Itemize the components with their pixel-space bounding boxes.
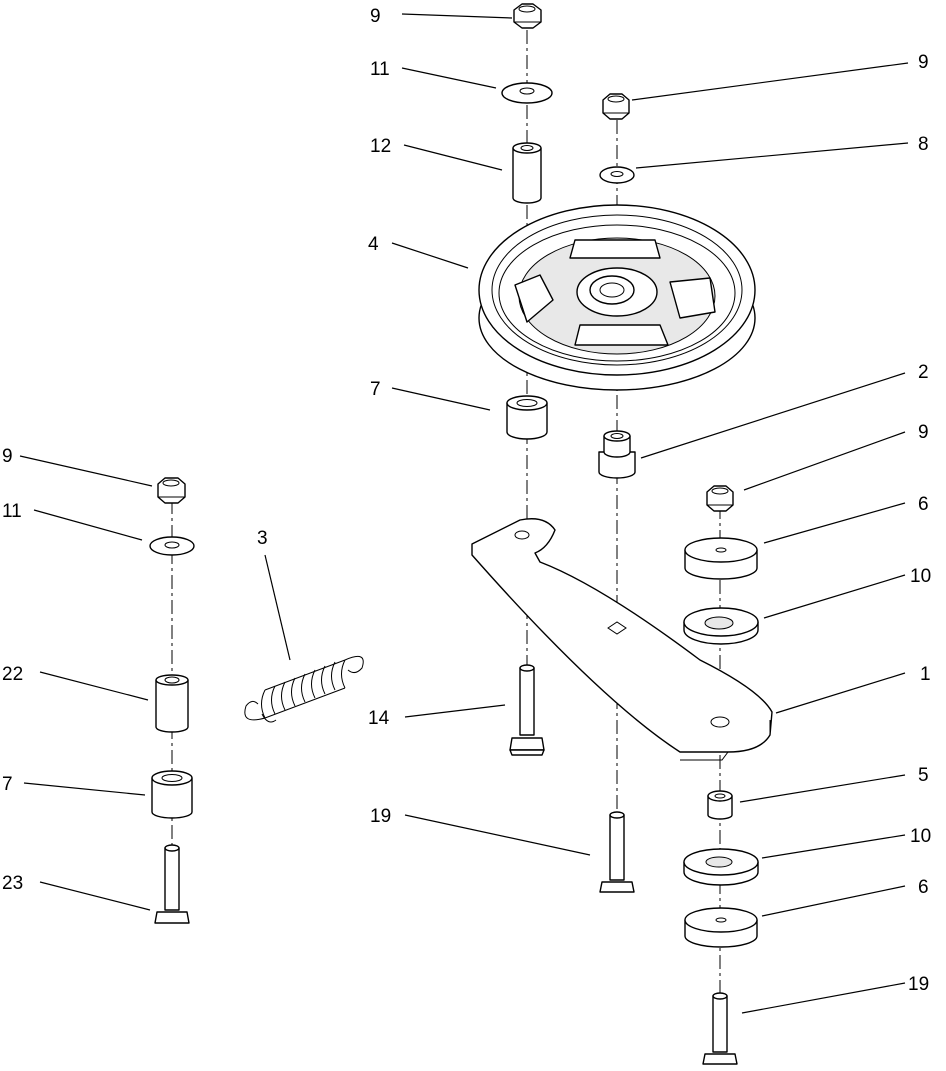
washer-6-bottom [684,907,758,948]
callout-10-top: 10 [910,566,931,587]
idler-arm-1 [471,518,773,761]
callout-11-top: 11 [370,59,390,80]
callout-10-bottom: 10 [910,826,931,847]
callout-6-bottom: 6 [918,877,929,898]
spacer-12 [512,142,542,204]
callout-19-bottom: 19 [908,974,929,995]
leader-lines [19,13,909,1014]
bolt-19-bottom [702,992,738,1065]
nut-9-right-top [602,93,630,120]
spacer-7-left [151,770,193,819]
bushing-2 [598,430,636,479]
nut-9-top [513,3,542,29]
callout-9-left: 9 [2,446,13,467]
washer-6-top [684,537,758,580]
callout-5: 5 [918,765,929,786]
callout-19-mid: 19 [370,806,391,827]
callout-12: 12 [370,136,391,157]
spacer-7-mid [506,395,548,440]
callout-6-top: 6 [918,494,929,515]
washer-8 [599,166,635,184]
spacer-5 [707,790,733,820]
callout-3: 3 [257,528,268,549]
callout-7-left: 7 [2,774,13,795]
washer-11-left [149,536,195,556]
callout-22: 22 [2,664,23,685]
callout-9-top: 9 [370,6,381,27]
callout-14: 14 [368,708,390,729]
spring-3 [244,655,364,723]
callout-23: 23 [2,873,23,894]
washer-10-top [683,607,759,645]
callout-9-right-top: 9 [918,52,929,73]
callout-8: 8 [918,134,929,155]
nut-9-right-mid [706,485,734,512]
callout-1: 1 [920,664,931,685]
center-axes [171,30,721,1050]
bolt-19-mid [599,811,635,893]
bolt-23 [154,844,190,924]
callout-labels: 9 11 12 4 9 8 7 2 9 6 10 1 3 14 19 5 10 … [2,6,931,995]
callout-7-mid: 7 [370,379,381,400]
callout-9-right-mid: 9 [918,422,929,443]
callout-4: 4 [368,234,379,255]
callout-11-left: 11 [2,501,22,522]
washer-11-top [501,82,553,104]
washer-10-bottom [683,848,759,886]
nut-9-left [157,477,186,504]
spacer-22 [155,674,189,733]
callout-2: 2 [918,362,929,383]
bolt-14 [509,664,545,756]
pulley-4 [478,204,756,391]
